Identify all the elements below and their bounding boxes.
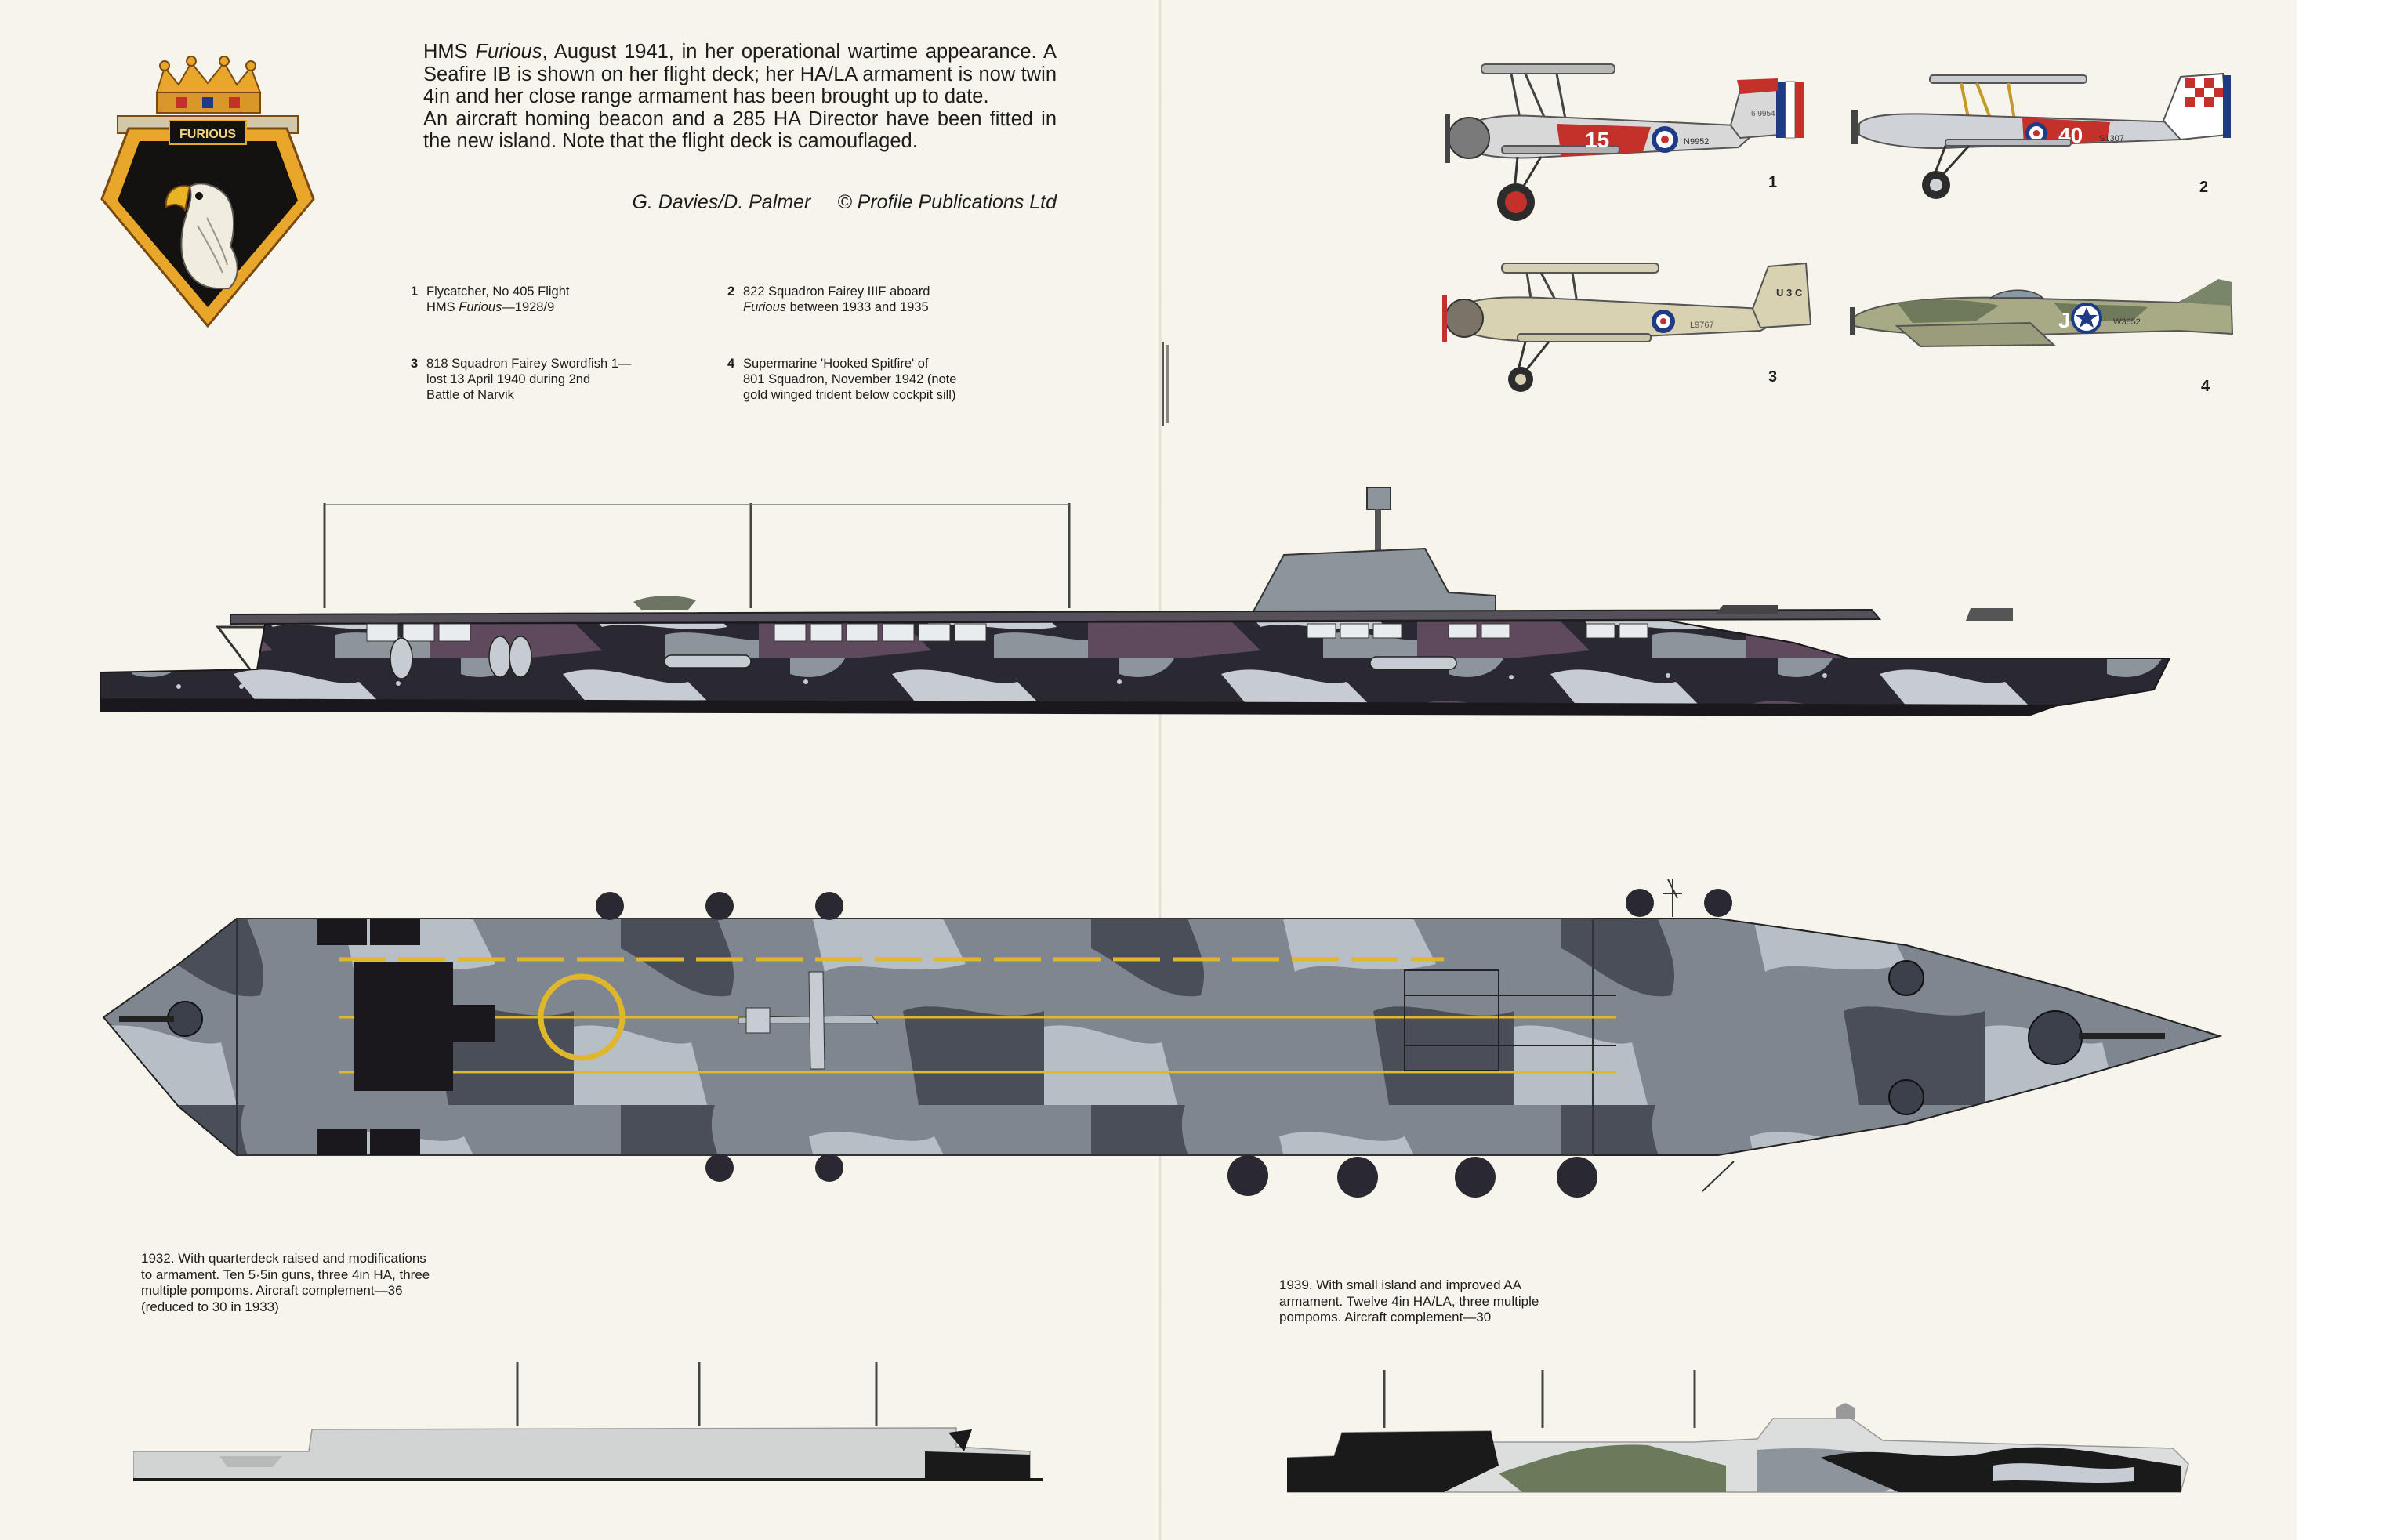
seafire-on-deck bbox=[633, 596, 696, 610]
ship-badge: FURIOUS bbox=[100, 56, 315, 328]
naval-crown-icon bbox=[155, 56, 262, 114]
aircraft-3-serial: L9767 bbox=[1690, 321, 1714, 330]
caption-paragraph-2: An aircraft homing beacon and a 285 HA D… bbox=[423, 107, 1057, 153]
page-gutter bbox=[1159, 0, 1162, 1540]
caption-block: HMS Furious, August 1941, in her operati… bbox=[423, 41, 1057, 153]
aft-lift bbox=[354, 962, 495, 1091]
variant-note-1932: 1932. With quarterdeck raised and modifi… bbox=[141, 1251, 430, 1314]
aircraft-4-label: 4 bbox=[2201, 378, 2210, 395]
hull bbox=[100, 619, 2171, 707]
aircraft-4-spitfire: J W3852 bbox=[1850, 279, 2234, 348]
register-marks bbox=[1162, 342, 1169, 426]
aircraft-3-fin-code: U 3 C bbox=[1776, 287, 1803, 299]
ships-boats bbox=[390, 636, 1457, 679]
forward-lift bbox=[1404, 969, 1499, 1071]
forward-gun-mount bbox=[1715, 605, 1778, 614]
aircraft-3-swordfish: L9767 U 3 C bbox=[1442, 262, 1812, 392]
silhouette-1932 bbox=[133, 1362, 1043, 1481]
aircraft-1-fin-code: 6 9954 bbox=[1751, 110, 1775, 118]
copyright-credit: © Profile Publications Ltd bbox=[837, 191, 1057, 213]
hangar-windows bbox=[366, 623, 1648, 642]
boot-topping bbox=[100, 699, 2060, 716]
aft-gun-turret bbox=[119, 1001, 203, 1037]
caption-paragraph-1: HMS Furious, August 1941, in her operati… bbox=[423, 41, 1057, 107]
aircraft-1-flycatcher: 15 N9952 6 9954 bbox=[1445, 63, 1804, 221]
silhouette-1939 bbox=[1287, 1370, 2189, 1493]
aerial-mast-icon bbox=[1663, 879, 1682, 917]
homing-beacon bbox=[1366, 487, 1391, 510]
badge-ship-name: FURIOUS bbox=[179, 128, 236, 141]
aircraft-2-label: 2 bbox=[2199, 179, 2209, 196]
landing-circle bbox=[538, 973, 626, 1061]
seafire-top-view bbox=[738, 971, 879, 1070]
ship-name: Furious bbox=[475, 41, 542, 63]
eagle-head-icon bbox=[165, 183, 238, 289]
flight-deck-edge bbox=[230, 608, 1882, 625]
forward-gun-turret bbox=[1888, 960, 2165, 1115]
aircraft-1-label: 1 bbox=[1768, 174, 1778, 191]
aircraft-1-serial: N9952 bbox=[1684, 137, 1709, 147]
aircraft-2-serial: S1307 bbox=[2099, 134, 2124, 143]
artist-credit: G. Davies/D. Palmer bbox=[632, 191, 811, 213]
aircraft-4-serial: W3852 bbox=[2113, 317, 2141, 327]
credits-line: G. Davies/D. Palmer © Profile Publication… bbox=[580, 191, 1057, 214]
variant-note-1939: 1939. With small island and improved AA … bbox=[1279, 1277, 1539, 1324]
aircraft-3-label: 3 bbox=[1768, 368, 1778, 386]
island-superstructure bbox=[1251, 547, 1496, 614]
gun-sponsons bbox=[596, 889, 1732, 1198]
aircraft-1-fuselage-number: 15 bbox=[1585, 128, 1609, 152]
aircraft-2-fairey-iiif: 40 S1307 bbox=[1851, 72, 2231, 199]
portholes bbox=[176, 673, 1827, 689]
ship-side-profile bbox=[100, 487, 2171, 716]
outer-margin bbox=[2297, 0, 2386, 1540]
aircraft-4-code-letter: J bbox=[2058, 308, 2071, 332]
ship-deck-plan bbox=[103, 879, 2223, 1198]
